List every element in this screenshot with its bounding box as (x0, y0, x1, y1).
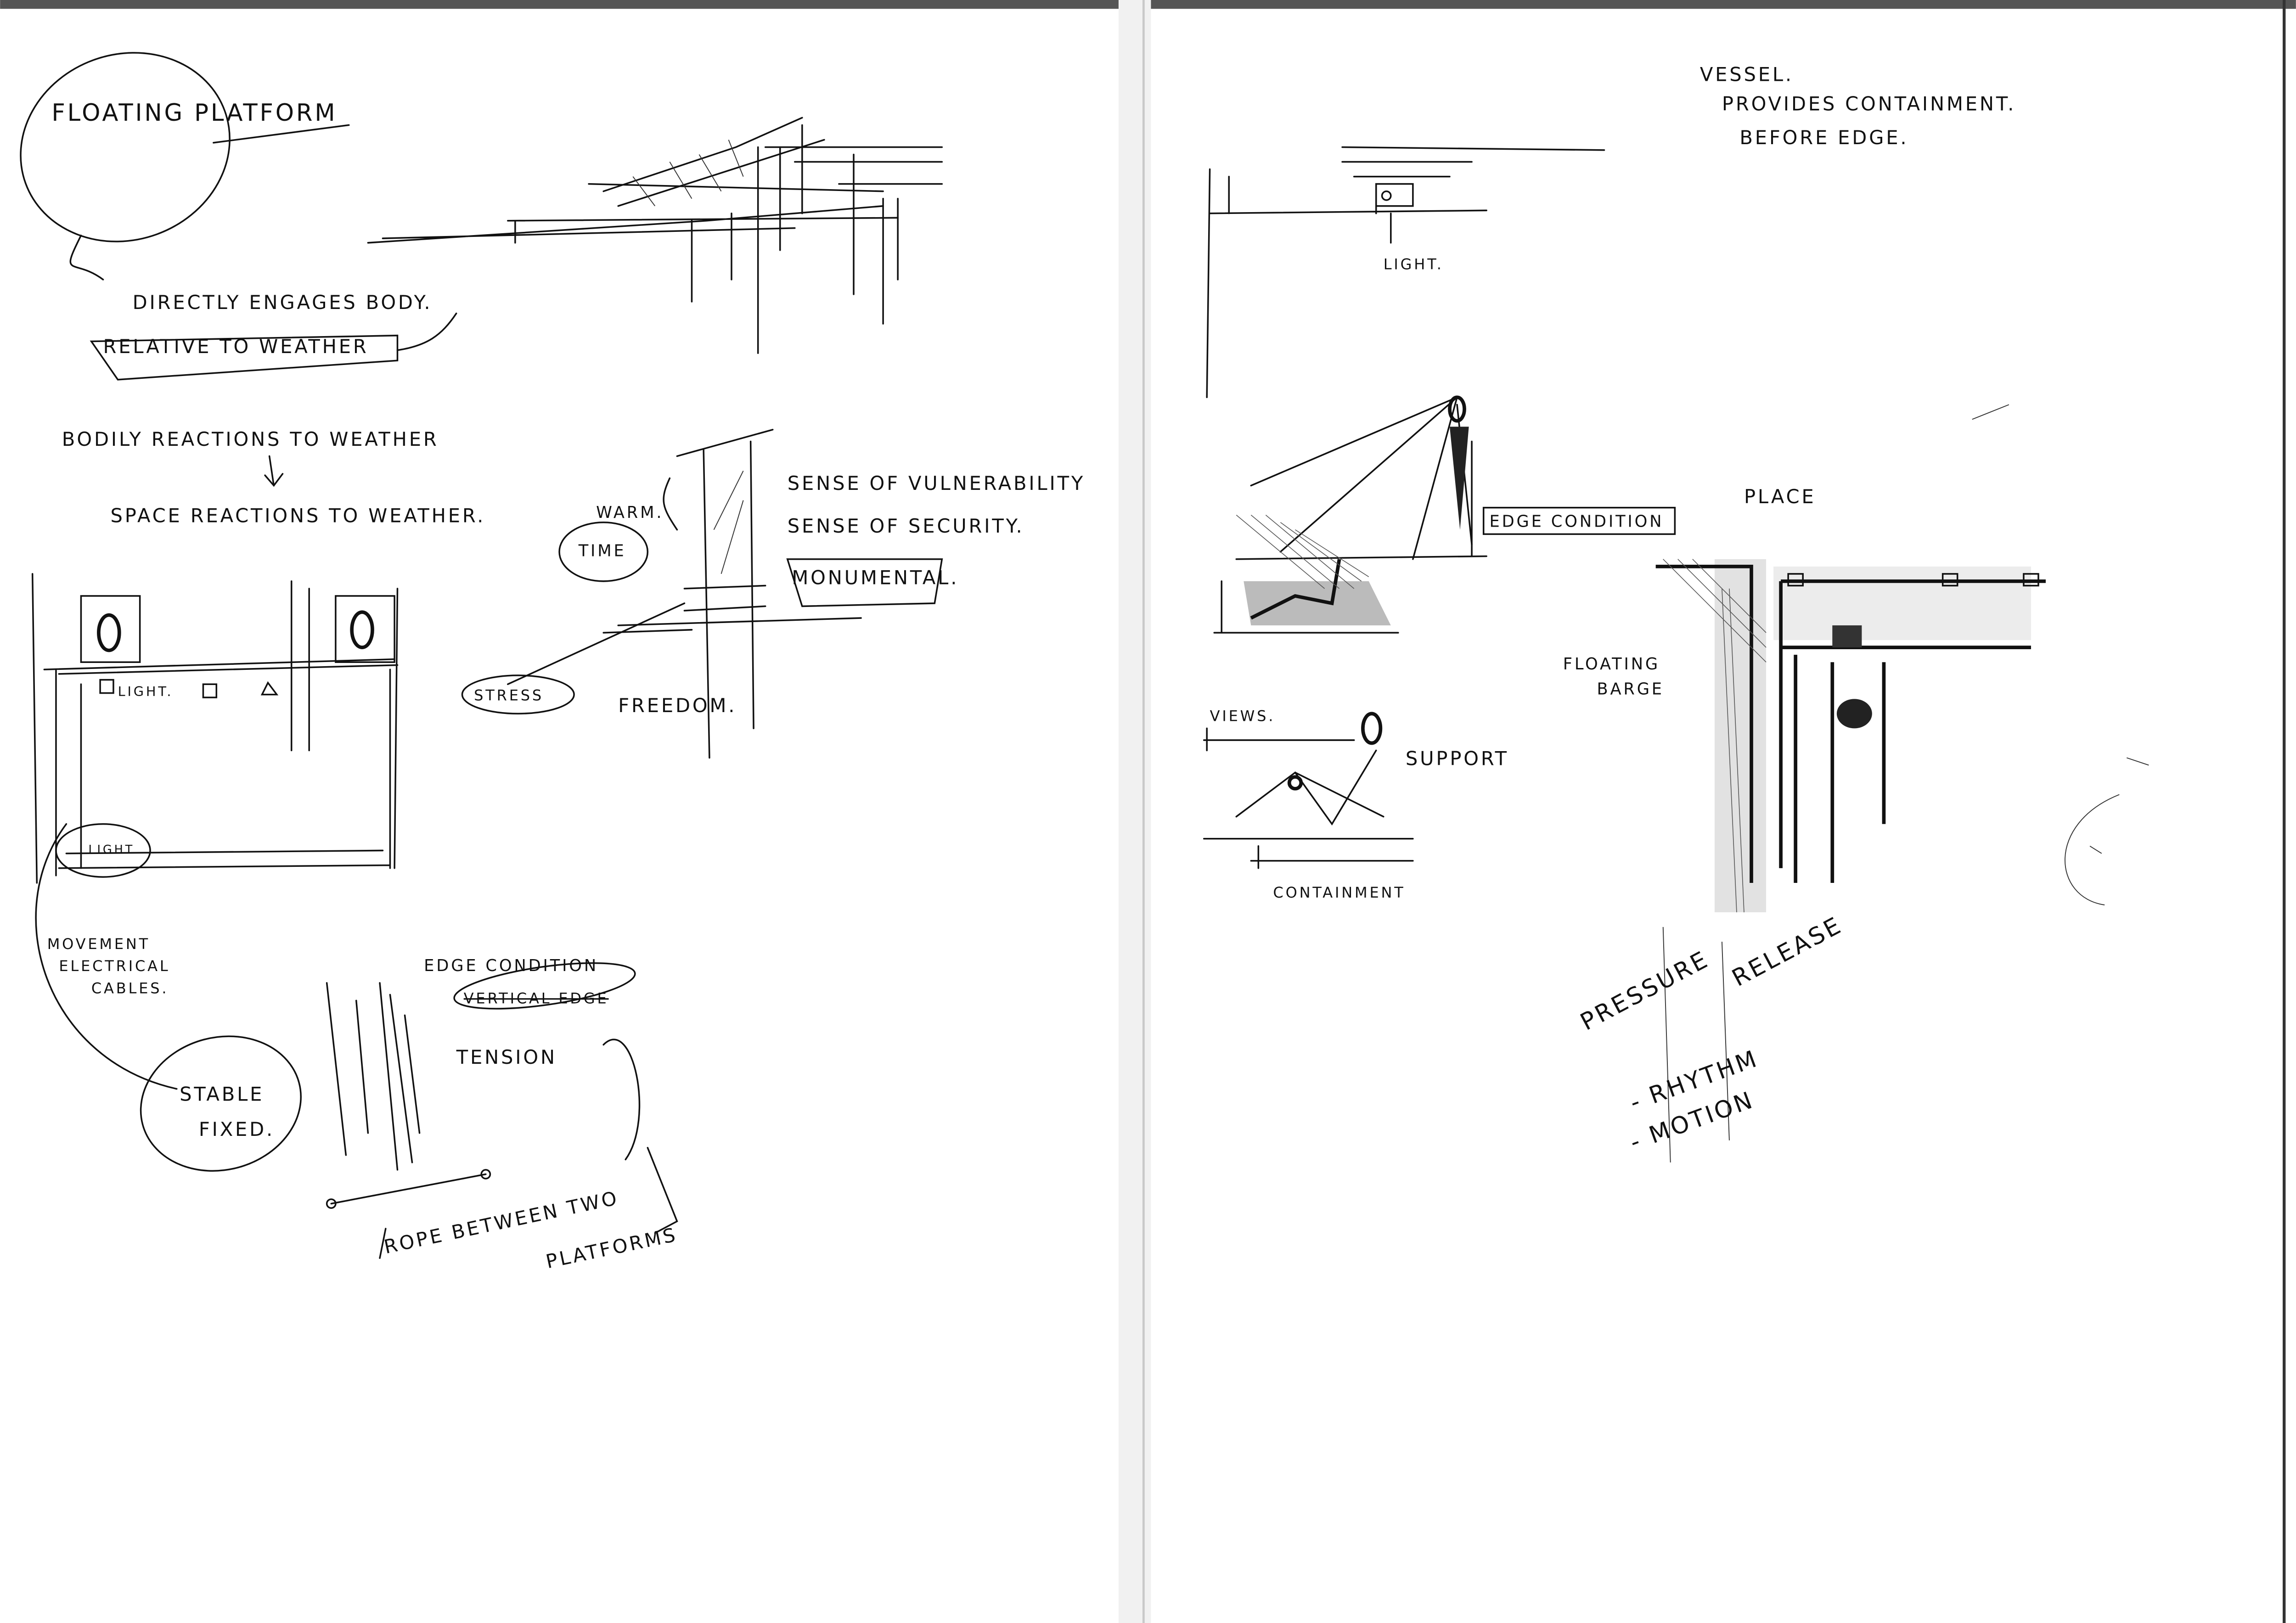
note-fixed: FIXED. (199, 1118, 275, 1140)
note-bodily-reactions: BODILY REACTIONS TO WEATHER (62, 428, 439, 450)
note-struck: VERTICAL EDGE (464, 990, 609, 1007)
label-light-plan: LIGHT. (118, 684, 174, 699)
time-circle (558, 521, 649, 582)
title-underline (213, 124, 350, 144)
support-sketch (1203, 712, 1414, 869)
note-directly-engages: DIRECTLY ENGAGES BODY. (133, 291, 433, 314)
down-arrow (264, 455, 284, 487)
note-vulnerability: SENSE OF VULNERABILITY (788, 472, 1085, 494)
label-stress: STRESS (474, 687, 544, 704)
note-movement-1: MOVEMENT (47, 935, 150, 953)
light-circle (55, 823, 151, 878)
note-monumental: MONUMENTAL. (792, 566, 959, 589)
label-time: TIME (578, 541, 626, 560)
label-tension: TENSION (456, 1046, 557, 1068)
stray-marks (1972, 404, 2149, 854)
note-movement-3: CABLES. (91, 979, 169, 997)
stress-line (507, 602, 686, 685)
note-before-edge: BEFORE EDGE. (1739, 126, 1908, 149)
note-stable: STABLE (180, 1083, 264, 1105)
note-space-reactions: SPACE REACTIONS TO WEATHER. (111, 505, 486, 527)
connector-curve (35, 823, 178, 1090)
edge-circle (453, 962, 636, 1010)
label-freedom: FREEDOM. (618, 694, 737, 717)
figure-edge-sketch (1213, 395, 1487, 634)
label-light-right: LIGHT. (1384, 255, 1444, 273)
label-barge: BARGE (1597, 680, 1664, 699)
monumental-box (786, 558, 943, 607)
label-support: SUPPORT (1406, 747, 1509, 770)
stable-circle (140, 1035, 302, 1172)
edge-condition-box (1482, 506, 1676, 535)
title-circle (20, 52, 231, 242)
arrow-curve (69, 235, 104, 281)
note-vessel: VESSEL. (1700, 63, 1794, 85)
rope-brackets (379, 1147, 678, 1259)
vertical-section-sketch (602, 429, 862, 759)
stress-circle (461, 674, 575, 715)
note-security: SENSE OF SECURITY. (788, 515, 1024, 537)
label-light-small: LIGHT (88, 843, 135, 857)
platform-plan-sketch (31, 573, 399, 884)
label-containment: CONTAINMENT (1273, 884, 1405, 901)
edge-section-sketch (1206, 146, 1605, 399)
platform-perspective-sketch (367, 117, 943, 354)
label-views: VIEWS. (1210, 707, 1276, 724)
note-provides: PROVIDES CONTAINMENT. (1722, 92, 2016, 115)
label-place: PLACE (1744, 485, 1816, 508)
note-box (90, 334, 399, 381)
title-floating-platform: FLOATING PLATFORM (51, 99, 337, 127)
stray-arc (2065, 794, 2120, 905)
barge-plan-sketch (1655, 559, 2046, 913)
note-movement-2: ELECTRICAL (59, 957, 170, 975)
arrow-to-body (396, 312, 457, 351)
label-warm: WARM. (596, 503, 664, 522)
label-edge-condition: EDGE CONDITION (1490, 512, 1664, 531)
gutter-shadow (1118, 0, 1151, 1623)
rope-sketch (326, 982, 641, 1209)
label-floating: FLOATING (1563, 655, 1660, 674)
guide-lines (1662, 927, 1730, 1162)
